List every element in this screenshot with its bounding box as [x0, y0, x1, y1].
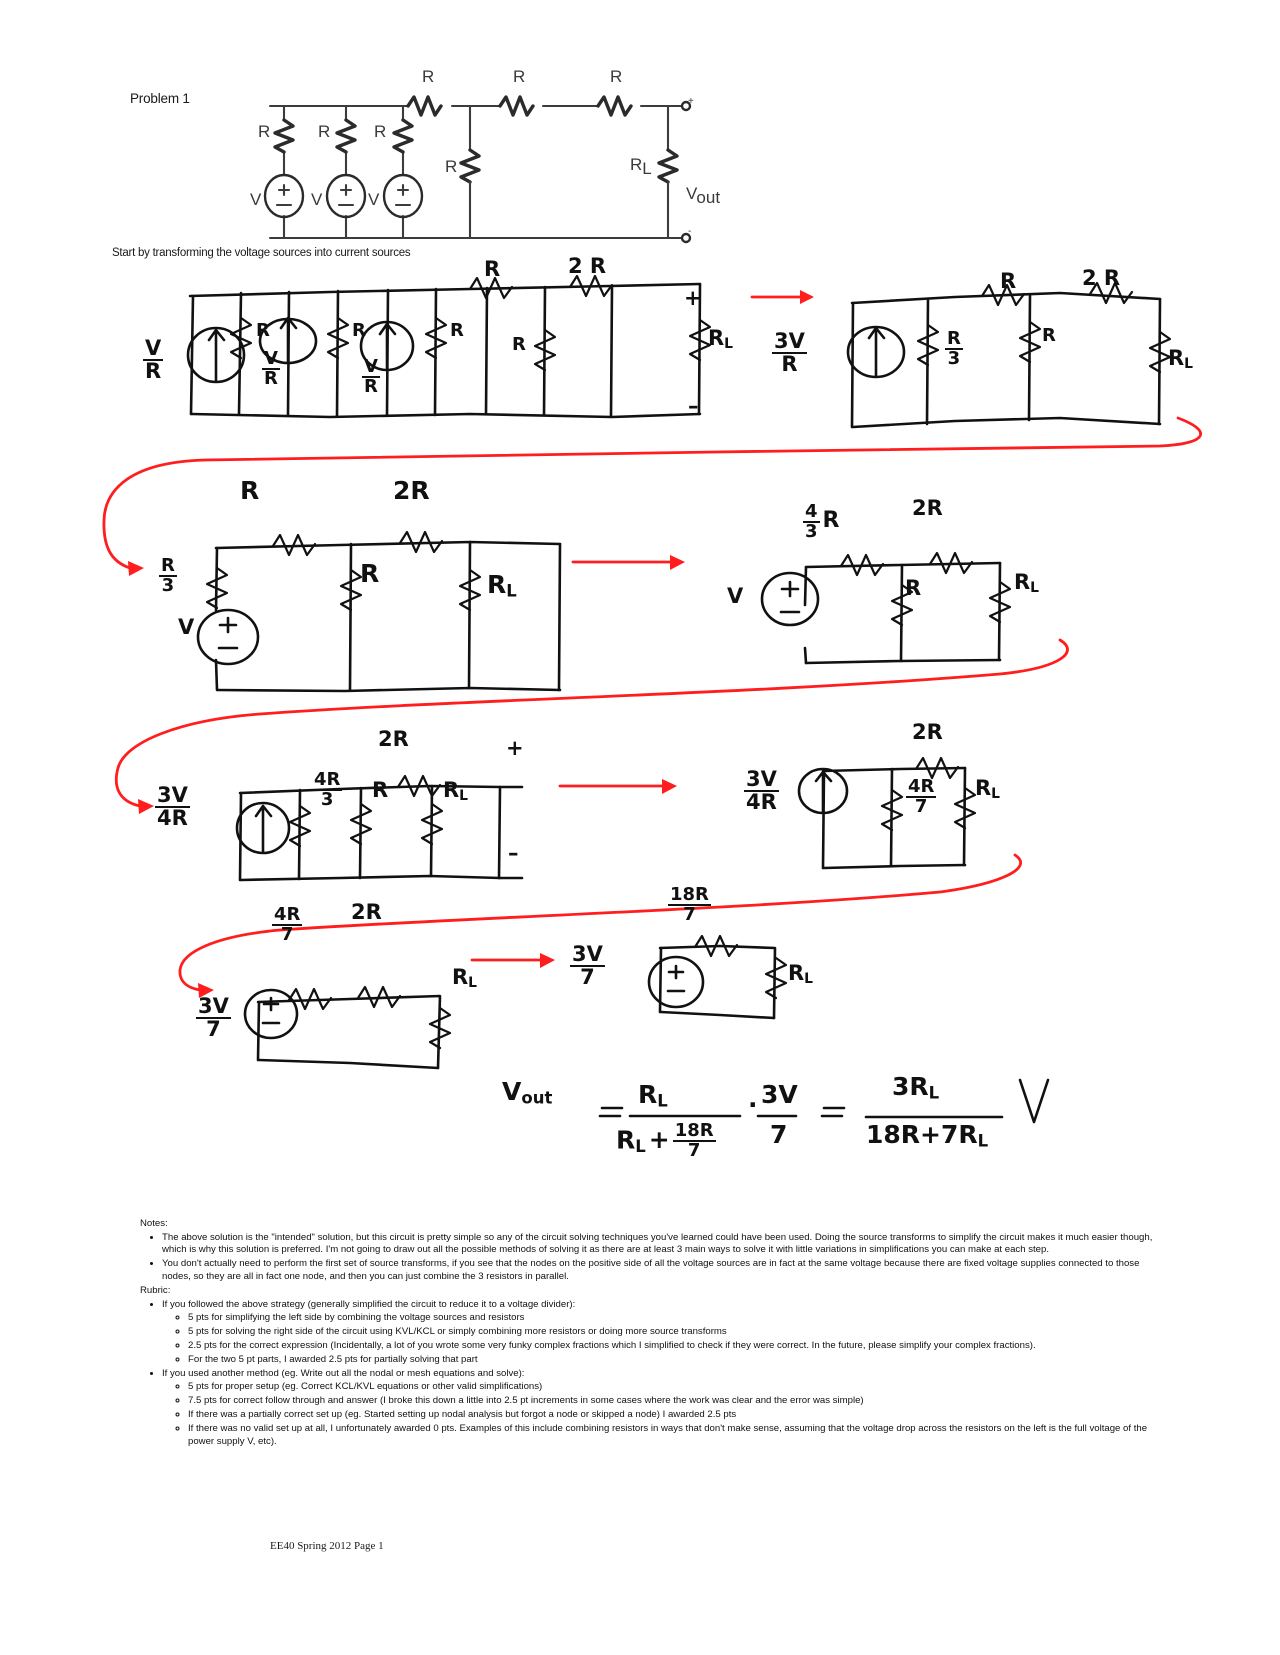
- step3r-shunt-resistor-label: R: [905, 576, 922, 600]
- rubric-sub-item: 5 pts for simplifying the left side by c…: [188, 1312, 1160, 1325]
- rubric-group: If you used another method (eg. Write ou…: [162, 1368, 1160, 1448]
- rubric-list: If you followed the above strategy (gene…: [150, 1299, 1160, 1449]
- final-eq-source-numerator: 3V: [761, 1080, 798, 1109]
- step3-source-label: V: [178, 615, 195, 639]
- rubric-sub-item: 2.5 pts for the correct expression (Inci…: [188, 1340, 1160, 1353]
- step2-resistor2-label: R: [352, 320, 366, 341]
- rubric-heading: Rubric:: [140, 1285, 171, 1297]
- vout-minus-sign: -: [688, 226, 691, 237]
- note-item: You don't actually need to perform the f…: [162, 1258, 1160, 1283]
- step3-shunt-resistor-label: R: [360, 559, 380, 588]
- vout-plus-sign: +: [688, 96, 694, 107]
- step5r-load-label: RL: [788, 961, 814, 988]
- final-eq-divider-numerator: RL: [638, 1080, 668, 1111]
- step2-mid-resistor-label: R: [512, 334, 526, 355]
- notes-and-rubric: Notes: The above solution is the "intend…: [140, 1218, 1160, 1450]
- source-label-2: V: [311, 190, 323, 209]
- step3-top-resistor2-label: 2R: [393, 476, 430, 505]
- page-footer: EE40 Spring 2012 Page 1: [270, 1540, 384, 1552]
- load-resistor-label: RL: [630, 155, 652, 178]
- step4-plus-sign: +: [506, 736, 524, 760]
- rubric-sub-item: If there was a partially correct set up …: [188, 1409, 1160, 1422]
- step4r-top-resistor-label: 2R: [912, 720, 943, 744]
- rubric-sublist: 5 pts for proper setup (eg. Correct KCL/…: [174, 1381, 1160, 1449]
- step3-top-resistor1-label: R: [240, 476, 260, 505]
- step2-load-label: RL: [708, 326, 734, 353]
- left-resistor-label-2: R: [318, 122, 330, 141]
- step2-resistor1-label: R: [256, 320, 270, 341]
- rubric-group-lead: If you followed the above strategy (gene…: [162, 1298, 576, 1310]
- step2-minus-sign: –: [688, 394, 699, 418]
- page-title: Problem 1: [130, 91, 190, 106]
- step4r-load-label: RL: [975, 776, 1001, 803]
- step2-plus-sign: +: [684, 286, 702, 310]
- top-resistor-label-2: R: [513, 67, 525, 86]
- step4-minus-sign: –: [508, 841, 519, 865]
- step3r-top-resistor2-label: 2R: [912, 496, 943, 520]
- vout-label: Vout: [686, 184, 720, 207]
- step2r-top-resistor1-label: R: [1000, 269, 1017, 293]
- step3r-load-label: RL: [1014, 570, 1040, 597]
- step5-load-label: RL: [452, 965, 478, 992]
- step2r-shunt-resistor-label: R: [1042, 325, 1056, 346]
- rubric-group: If you followed the above strategy (gene…: [162, 1299, 1160, 1367]
- top-resistor-label-3: R: [610, 67, 622, 86]
- left-resistor-label-1: R: [258, 122, 270, 141]
- rubric-sub-item: 5 pts for solving the right side of the …: [188, 1326, 1160, 1339]
- step5-top-resistor2-label: 2R: [351, 900, 382, 924]
- rubric-group-lead: If you used another method (eg. Write ou…: [162, 1368, 525, 1380]
- rubric-sub-item: 5 pts for proper setup (eg. Correct KCL/…: [188, 1381, 1160, 1394]
- notes-heading: Notes:: [140, 1218, 168, 1229]
- step2r-top-resistor2-label: 2 R: [1082, 266, 1121, 290]
- step2-top-resistor1-label: R: [484, 257, 501, 281]
- rubric-sub-item: For the two 5 pt parts, I awarded 2.5 pt…: [188, 1354, 1160, 1367]
- source-label-1: V: [250, 190, 262, 209]
- step4-load-label: RL: [443, 778, 469, 805]
- step2r-load-label: RL: [1168, 346, 1194, 373]
- final-eq-lhs: Vout: [502, 1077, 553, 1108]
- rubric-sub-item: If there was no valid set up at all, I u…: [188, 1423, 1160, 1448]
- final-eq-result-denominator: 18R+7RL: [866, 1120, 989, 1151]
- step2-top-resistor2-label: 2 R: [568, 254, 607, 278]
- step4-top-resistor-label: 2R: [378, 727, 409, 751]
- final-eq-result-numerator: 3RL: [892, 1072, 940, 1103]
- top-resistor-label-1: R: [422, 67, 434, 86]
- left-resistor-label-3: R: [374, 122, 386, 141]
- rubric-sub-item: 7.5 pts for correct follow through and a…: [188, 1395, 1160, 1408]
- final-eq-dot: .: [748, 1084, 758, 1113]
- notes-list: The above solution is the "intended" sol…: [150, 1232, 1160, 1284]
- source-label-3: V: [368, 190, 380, 209]
- step3r-source-label: V: [727, 584, 744, 608]
- mid-resistor-label: R: [445, 157, 457, 176]
- start-instruction: Start by transforming the voltage source…: [112, 247, 411, 259]
- note-item: The above solution is the "intended" sol…: [162, 1232, 1160, 1257]
- final-eq-source-denominator: 7: [770, 1120, 788, 1149]
- step2-resistor3-label: R: [450, 320, 464, 341]
- step4-shunt-resistor-label: R: [372, 778, 389, 802]
- rubric-sublist: 5 pts for simplifying the left side by c…: [174, 1312, 1160, 1367]
- step3-load-label: RL: [487, 570, 517, 601]
